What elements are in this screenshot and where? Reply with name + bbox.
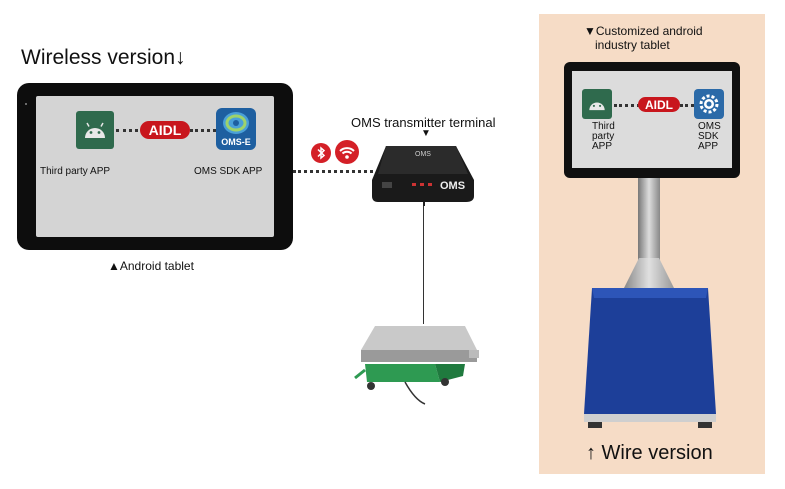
android-robot-icon-right bbox=[589, 102, 605, 111]
oms-e-app-icon: OMS-E bbox=[216, 108, 256, 150]
customized-tablet-caption-line2: industry tablet bbox=[595, 38, 670, 52]
third-party-app-label: Third party APP bbox=[40, 166, 111, 177]
aidl-badge-right: AIDL bbox=[638, 97, 680, 112]
oms-sdk-app-icon-right bbox=[694, 89, 724, 119]
oms-transmitter-device bbox=[372, 146, 474, 206]
transmitter-top-label: OMS bbox=[415, 151, 431, 158]
wireless-version-title: Wireless version↓ bbox=[21, 46, 186, 69]
wireless-link-line bbox=[293, 170, 373, 173]
third-party-line2: party bbox=[592, 131, 615, 142]
transmitter-title: OMS transmitter terminal bbox=[351, 115, 496, 130]
third-party-line3: APP bbox=[592, 141, 613, 152]
oms-sdk-app-label: OMS SDK APP bbox=[194, 166, 263, 177]
aidl-connector-right bbox=[190, 129, 216, 132]
gear-icon bbox=[699, 94, 719, 114]
oms-globe-icon bbox=[223, 112, 249, 134]
third-party-app-icon bbox=[76, 111, 114, 149]
oms-line3: APP bbox=[698, 141, 719, 152]
third-party-app-icon-right bbox=[582, 89, 612, 119]
aidl-label: AIDL bbox=[148, 122, 182, 138]
android-robot-icon bbox=[85, 122, 105, 138]
industry-tablet: AIDL Third party APP OMS SDK APP bbox=[564, 62, 740, 178]
android-tablet: AIDL OMS-E Third party APP OMS SDK APP bbox=[17, 83, 293, 250]
wire-version-title: ↑ Wire version bbox=[586, 442, 713, 464]
transmitter-cable bbox=[423, 206, 424, 324]
bluetooth-icon bbox=[311, 143, 331, 163]
android-tablet-screen: AIDL OMS-E Third party APP OMS SDK APP bbox=[36, 96, 274, 237]
oms-line2: SDK bbox=[698, 131, 719, 142]
scale-pole bbox=[638, 178, 660, 262]
android-tablet-caption: ▲Android tablet bbox=[108, 259, 194, 273]
aidl-connector-right-right bbox=[680, 104, 694, 107]
blue-platform-scale bbox=[584, 288, 716, 428]
transmitter-front-label: OMS bbox=[440, 180, 466, 192]
camera-dot bbox=[25, 103, 27, 105]
transmitter-arrow: ▼ bbox=[421, 128, 431, 139]
wifi-icon bbox=[335, 140, 359, 164]
platform-scale bbox=[354, 326, 479, 405]
customized-tablet-caption-line1: ▼Customized android bbox=[584, 24, 703, 38]
oms-e-label: OMS-E bbox=[221, 137, 251, 147]
aidl-badge: AIDL bbox=[140, 121, 190, 139]
oms-line1: OMS bbox=[698, 121, 721, 132]
aidl-connector-left-right bbox=[614, 104, 640, 107]
aidl-label-right: AIDL bbox=[645, 97, 673, 112]
third-party-line1: Third bbox=[592, 121, 615, 132]
aidl-connector-left bbox=[116, 129, 144, 132]
industry-tablet-screen: AIDL Third party APP OMS SDK APP bbox=[572, 71, 732, 168]
